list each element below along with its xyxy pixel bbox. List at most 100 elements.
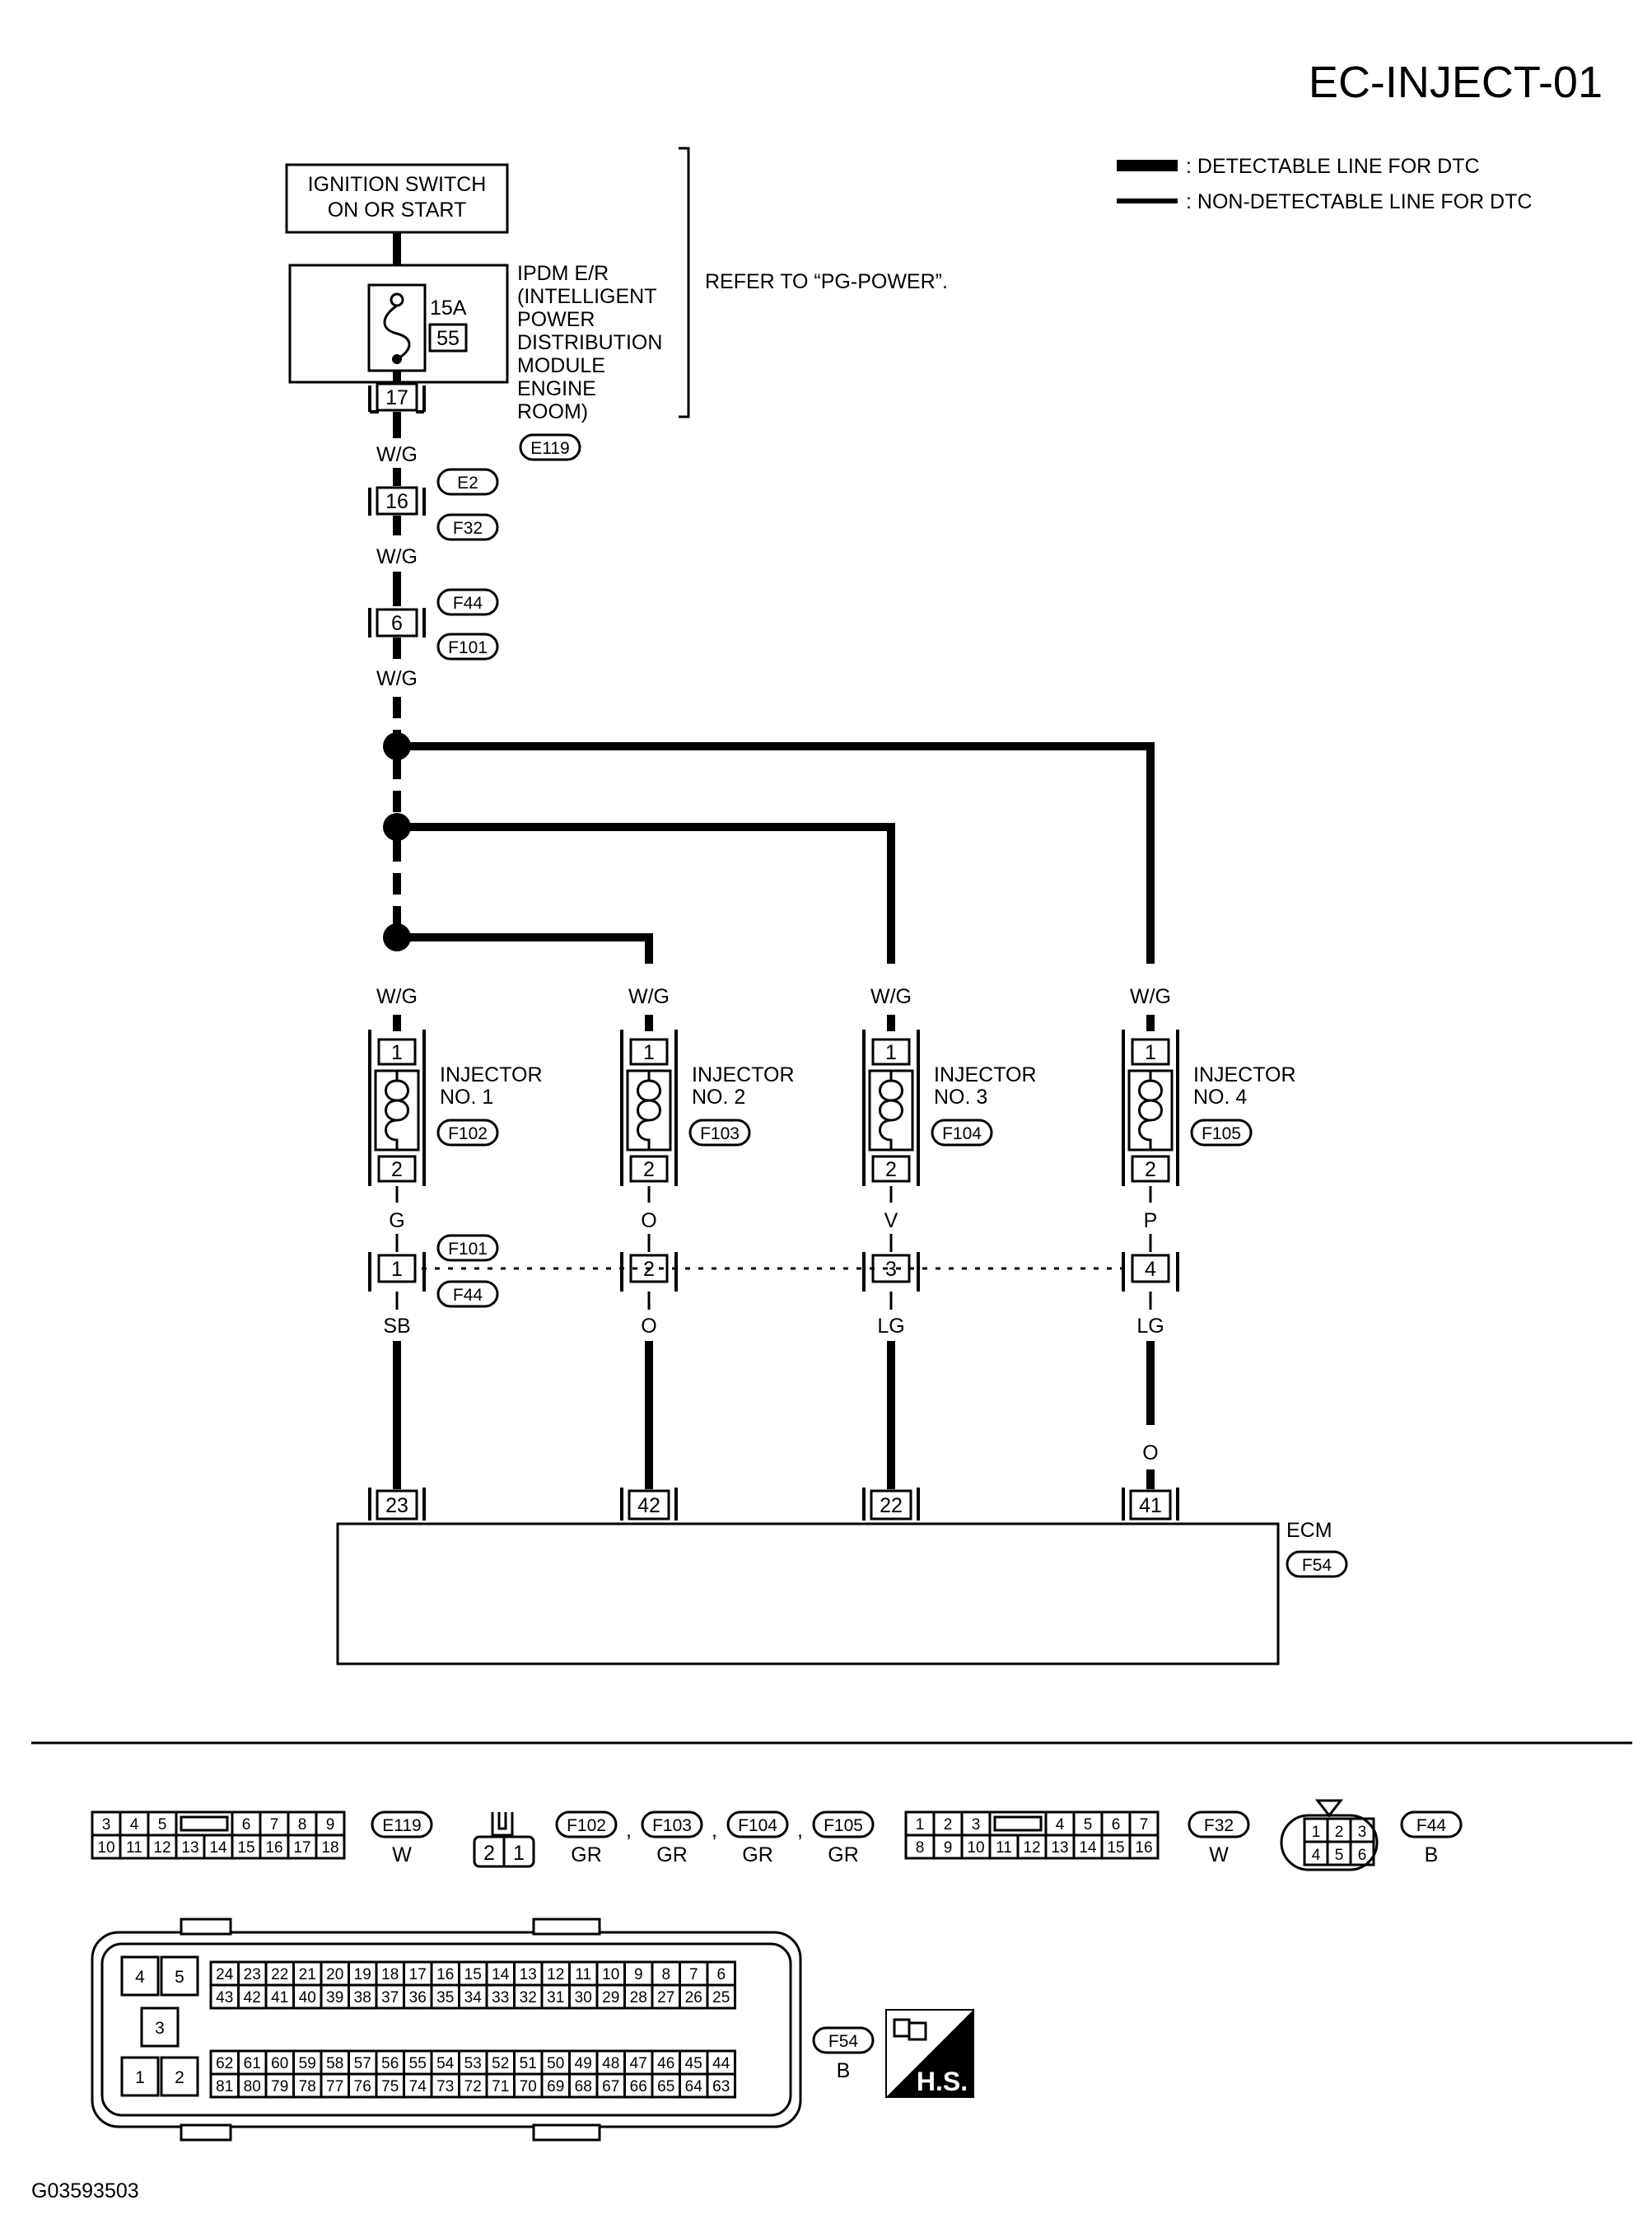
svg-text:2: 2 [483,1842,495,1865]
svg-text:16: 16 [265,1839,282,1857]
svg-text:13: 13 [520,1966,537,1983]
ignition-switch-line1: IGNITION SWITCH [308,173,487,196]
wire-color-label: V [884,1209,898,1232]
svg-text:9: 9 [634,1966,643,1983]
svg-text:B: B [1425,1843,1439,1866]
svg-text:F103: F103 [700,1124,740,1143]
svg-text:5: 5 [1335,1847,1344,1864]
svg-text:6: 6 [1112,1816,1121,1834]
svg-text:18: 18 [321,1839,338,1857]
svg-text:47: 47 [630,2055,647,2072]
svg-text:55: 55 [409,2055,427,2072]
harness-side-icon: H.S. [885,2009,974,2098]
wire-color-label: O [1142,1441,1158,1465]
svg-text:5: 5 [175,1968,184,1987]
wire-color-label: W/G [376,667,418,690]
svg-text:13: 13 [181,1839,198,1857]
ipdm-terminal-17: 17 [368,382,426,413]
svg-text:F54: F54 [1302,1556,1332,1575]
joint-terminal-6: 6 [368,608,426,638]
injector-label: NO. 1 [440,1086,493,1109]
joint-terminal: 1 [391,1258,403,1281]
connector-badge-f44: F44 [436,588,499,616]
injector-pin: 2 [1145,1158,1156,1181]
svg-text:16: 16 [436,1966,454,1983]
svg-text:56: 56 [381,2055,399,2072]
svg-text:42: 42 [244,1989,261,2006]
svg-text:17: 17 [409,1966,427,1983]
svg-text:50: 50 [547,2055,564,2072]
svg-text:60: 60 [271,2055,288,2072]
svg-text:26: 26 [685,1989,702,2006]
svg-text:W: W [1209,1843,1229,1866]
svg-text:65: 65 [657,2078,674,2095]
svg-text:63: 63 [712,2078,730,2095]
svg-text:F104: F104 [942,1124,982,1143]
svg-text:20: 20 [326,1966,343,1983]
svg-text:33: 33 [492,1989,509,2006]
svg-text:3: 3 [102,1816,111,1834]
connector-badge-f101: F101 [436,633,499,661]
svg-text:F44: F44 [1416,1816,1447,1835]
svg-text:44: 44 [712,2055,730,2072]
svg-text:9: 9 [944,1839,953,1857]
svg-text:71: 71 [492,2078,509,2095]
svg-text:59: 59 [299,2055,316,2072]
svg-text:11: 11 [126,1839,142,1857]
ignition-switch: IGNITION SWITCH ON OR START [285,163,509,234]
svg-text:17: 17 [293,1839,310,1857]
coil-icon [1138,1071,1163,1150]
svg-text:68: 68 [575,2078,592,2095]
wire-color-label: W/G [870,985,912,1008]
injector-pin: 2 [885,1158,897,1181]
svg-text:E2: E2 [457,474,478,493]
svg-text:15: 15 [464,1966,482,1983]
svg-text:F102: F102 [567,1816,606,1835]
svg-text:13: 13 [1051,1839,1068,1857]
svg-text:36: 36 [409,1989,427,2006]
svg-text:12: 12 [1023,1839,1040,1857]
svg-text:30: 30 [575,1989,592,2006]
svg-text:46: 46 [657,2055,674,2072]
svg-text:F104: F104 [738,1816,777,1835]
connector-badge-e2: E2 [436,468,499,496]
svg-text:67: 67 [602,2078,619,2095]
svg-text:76: 76 [354,2078,371,2095]
connector-badge-e119: E119 [519,433,581,461]
svg-text:12: 12 [153,1839,170,1857]
ipdm-er: 15A 55 IPDM E/R(INTELLIGENTPOWERDISTRIBU… [288,262,662,423]
joint-terminal: 4 [1145,1258,1156,1281]
svg-text:F105: F105 [824,1816,863,1835]
ecm-terminal: 22 [880,1494,903,1517]
injector-label: INJECTOR [1193,1063,1296,1086]
svg-text:E119: E119 [530,439,570,458]
svg-text:6: 6 [391,612,403,635]
connector-badge-f103: F103 [688,1119,751,1147]
svg-text:7: 7 [689,1966,698,1983]
svg-text:79: 79 [271,2078,288,2095]
ipdm-label-line: IPDM E/R [517,262,609,285]
fuse-number: 55 [436,327,460,350]
ecm-terminal: 42 [637,1494,660,1517]
svg-text:28: 28 [630,1989,647,2006]
refer-note: REFER TO “PG-POWER”. [705,270,948,293]
svg-text:F102: F102 [448,1124,488,1143]
svg-text:F105: F105 [1202,1124,1241,1143]
ipdm-label-line: MODULE [517,354,605,377]
wire-color-label: SB [383,1315,410,1338]
svg-text:5: 5 [158,1816,167,1834]
svg-text:73: 73 [436,2078,454,2095]
svg-text:23: 23 [244,1966,261,1983]
svg-text:4: 4 [1312,1847,1321,1864]
svg-text:19: 19 [354,1966,371,1983]
svg-text:GR: GR [828,1843,859,1866]
injector-label: NO. 3 [934,1086,987,1109]
line-legend: : DETECTABLE LINE FOR DTC : NON-DETECTAB… [1117,155,1532,213]
wire-color-label: O [641,1315,656,1338]
page-title: EC-INJECT-01 [1309,58,1603,107]
